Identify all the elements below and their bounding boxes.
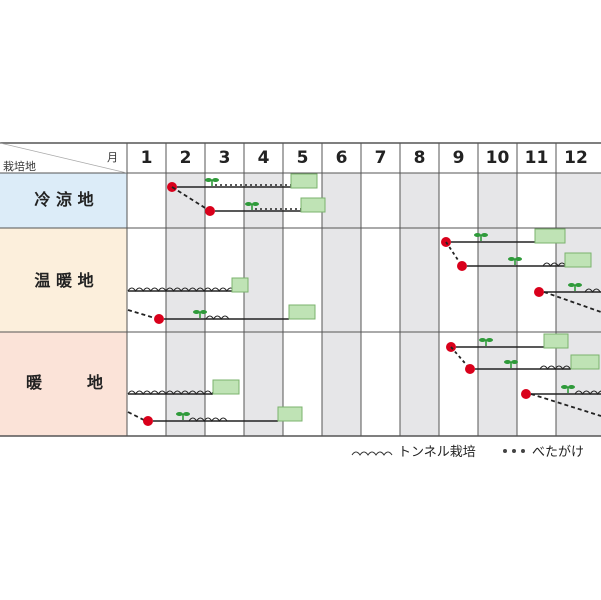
harvest-box — [534, 228, 566, 244]
sowing-dot — [457, 261, 467, 271]
region-label-warm: 温 暖 地 — [33, 271, 93, 290]
legend-tunnel-label: トンネル栽培 — [398, 444, 476, 460]
seedling-icon — [193, 310, 207, 318]
seedling-icon — [561, 385, 575, 393]
month-header-3: 3 — [219, 148, 231, 168]
sowing-dot — [534, 287, 544, 297]
sowing-dot — [521, 389, 531, 399]
harvest-box — [288, 304, 316, 320]
harvest-box — [277, 406, 303, 422]
seedling-icon — [245, 202, 259, 210]
harvest-box — [212, 379, 240, 395]
harvest-box — [543, 333, 569, 349]
month-header-1: 1 — [141, 148, 153, 168]
region-label-hot-right: 地 — [87, 373, 103, 392]
betagake-line — [127, 309, 159, 320]
legend: トンネル栽培 べたがけ — [351, 444, 584, 460]
month-header-6: 6 — [336, 148, 348, 168]
betagake-line — [530, 393, 601, 417]
header-diagonal — [0, 142, 128, 174]
seedling-icon — [568, 283, 582, 291]
betagake-dot-icon — [521, 449, 525, 453]
month-header-11: 11 — [525, 148, 549, 168]
tunnel-marker — [539, 365, 571, 370]
month-shade-column — [478, 173, 517, 436]
harvest-box — [231, 277, 249, 293]
seedling-icon — [205, 178, 219, 186]
region-background — [0, 228, 127, 332]
harvest-box — [300, 197, 326, 213]
seedling-icon — [474, 233, 488, 241]
region-background — [0, 332, 127, 436]
month-header-10: 10 — [486, 148, 510, 168]
tunnel-marker — [188, 417, 228, 422]
header-month-label: 月 — [107, 151, 118, 164]
seedling-icon — [479, 338, 493, 346]
month-shade-column — [166, 173, 205, 436]
month-shade-column — [244, 173, 283, 436]
month-header-5: 5 — [297, 148, 309, 168]
tunnel-legend-icon — [351, 451, 393, 456]
tunnel-marker — [574, 390, 601, 395]
tunnel-marker — [205, 315, 230, 320]
header-region-label: 栽培地 — [3, 159, 36, 173]
month-header-4: 4 — [258, 148, 270, 168]
betagake-line — [171, 186, 211, 212]
tunnel-marker — [542, 262, 567, 267]
harvest-box — [570, 354, 600, 370]
month-shade-column — [400, 173, 439, 436]
sowing-dot — [205, 206, 215, 216]
betagake-line — [127, 411, 147, 422]
month-shade-column — [322, 173, 361, 436]
seedling-icon — [508, 257, 522, 265]
sowing-dot — [154, 314, 164, 324]
harvest-box — [290, 173, 318, 189]
month-header-2: 2 — [180, 148, 192, 168]
legend-betagake-label: べたがけ — [532, 445, 584, 460]
region-background — [0, 173, 127, 228]
month-header-12: 12 — [564, 148, 588, 168]
betagake-dot-icon — [503, 449, 507, 453]
seedling-icon — [176, 412, 190, 420]
betagake-dot-icon — [512, 449, 516, 453]
region-label-cool: 冷 涼 地 — [34, 190, 93, 209]
tunnel-marker — [584, 288, 601, 293]
seedling-icon — [504, 360, 518, 368]
betagake-line — [543, 291, 601, 313]
harvest-box — [564, 252, 592, 268]
month-header-7: 7 — [375, 148, 387, 168]
month-header-9: 9 — [453, 148, 465, 168]
sowing-dot — [143, 416, 153, 426]
region-label-hot-left: 暖 — [26, 373, 43, 392]
month-header-8: 8 — [414, 148, 426, 168]
sowing-dot — [465, 364, 475, 374]
